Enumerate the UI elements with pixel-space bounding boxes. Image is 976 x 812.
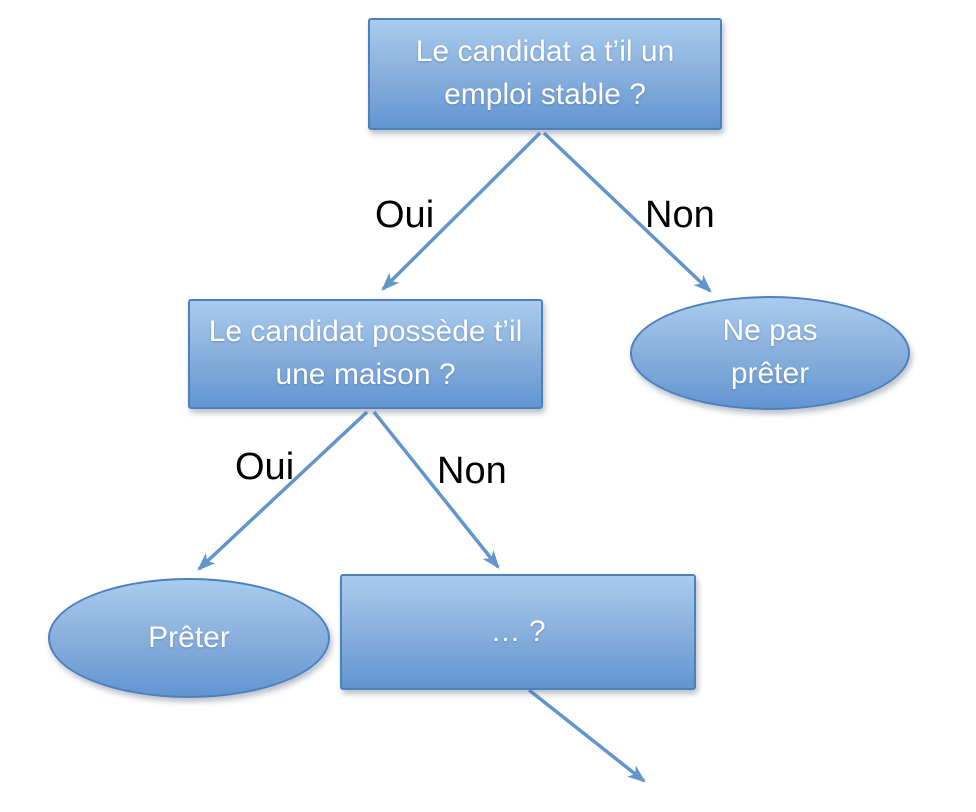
node-question-possede-maison: Le candidat possède t’il une maison ? [188,299,543,409]
edge-label-non-level2: Non [437,450,507,492]
node-outcome-ne-pas-preter: Ne pas prêter [630,296,910,410]
edge-label-oui-level1: Oui [375,194,435,236]
node-question-unknown: … ? [340,574,696,690]
edge-label-oui-level2: Oui [235,446,295,488]
edge-label-non-level1: Non [645,194,715,236]
node-label: … ? [490,614,546,648]
node-outcome-preter: Prêter [48,578,330,698]
node-question-emploi-stable: Le candidat a t’il un emploi stable ? [368,18,722,130]
node-label: Prêter [148,620,230,654]
node-label: Ne pas prêter [722,314,818,390]
node-label: Le candidat a t’il un emploi stable ? [415,35,675,111]
edge-q2-lend [197,410,369,571]
node-label: Le candidat possède t’il une maison ? [208,315,523,391]
edge-next-unknown [527,688,646,783]
